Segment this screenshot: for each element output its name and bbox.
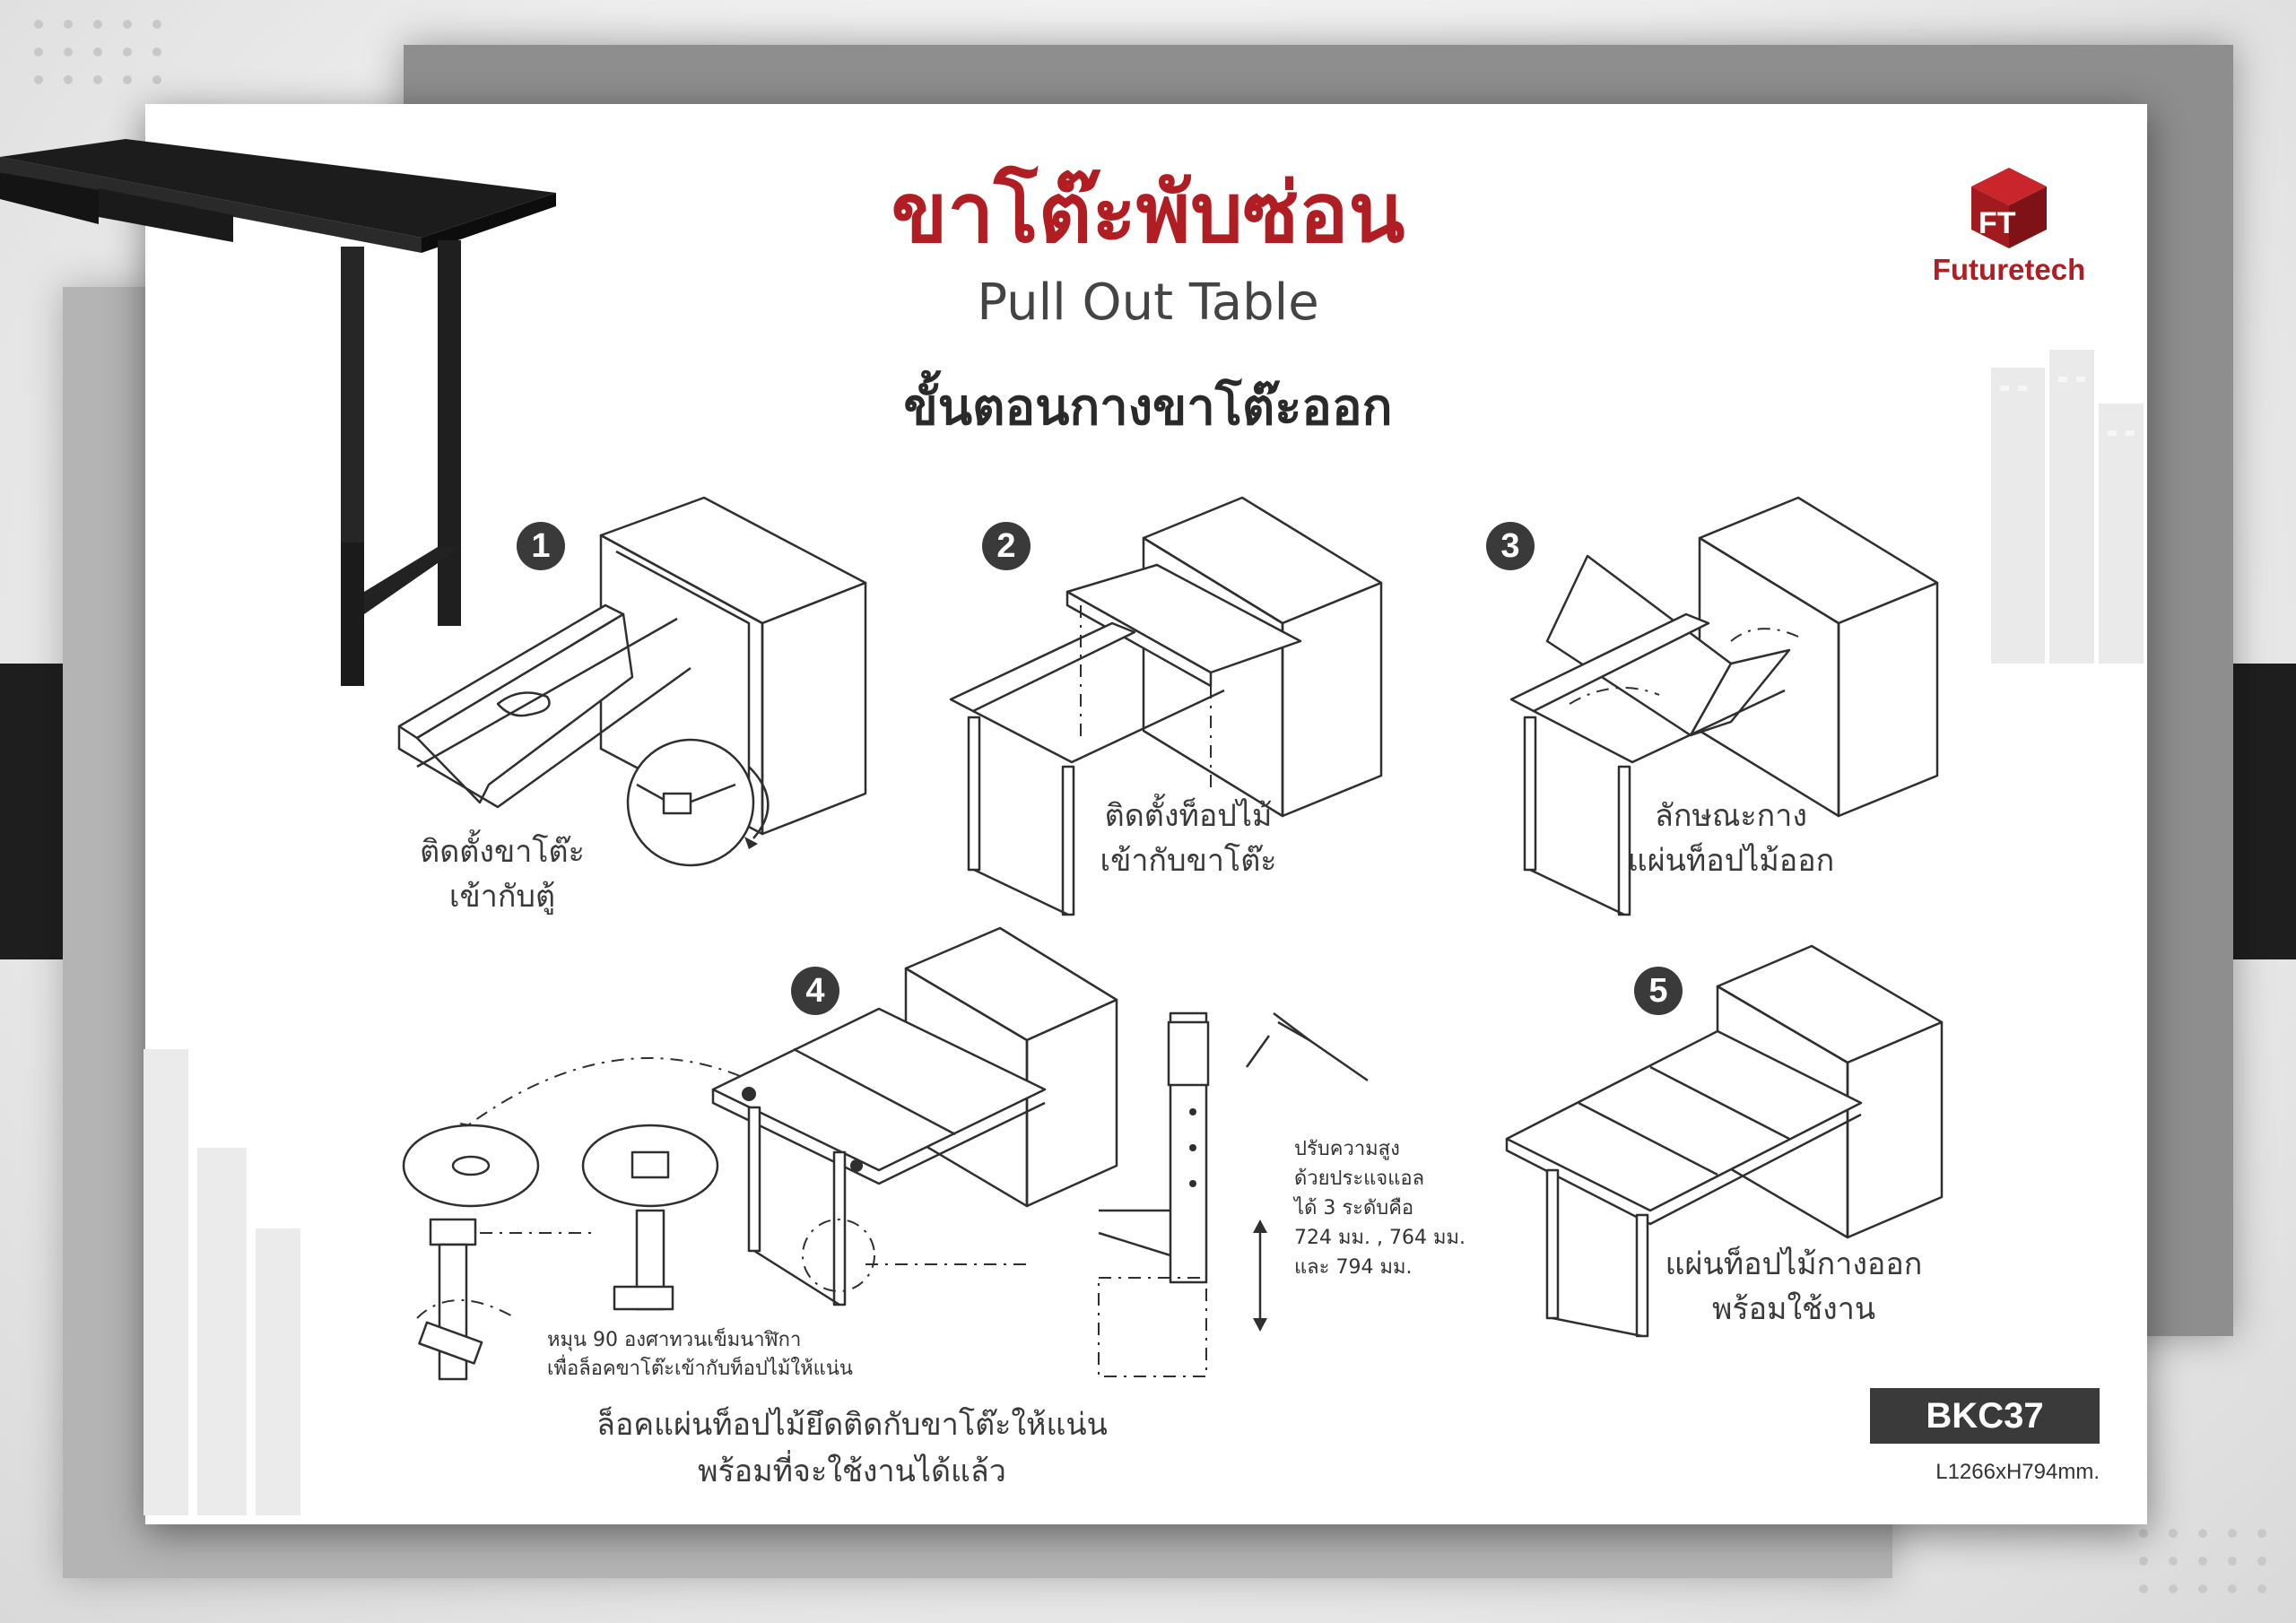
step-2-illustration bbox=[949, 496, 1383, 916]
step-3-badge: 3 bbox=[1486, 522, 1535, 570]
height-note-line-4: 724 มม. , 764 มม. bbox=[1294, 1227, 1465, 1249]
step-4-caption-line-2: พร้อมที่จะใช้งานได้แล้ว bbox=[698, 1454, 1006, 1489]
step-2-caption-line-2: เข้ากับขาโต๊ะ bbox=[1100, 843, 1277, 879]
step-2-badge: 2 bbox=[982, 522, 1031, 570]
section-subtitle: ขั้นตอนกางขาโต๊ะออก bbox=[903, 378, 1393, 437]
step-1-illustration bbox=[397, 496, 867, 867]
model-badge: BKC37 bbox=[1870, 1388, 2100, 1444]
step-5-caption-line-1: แผ่นท็อปไม้กางออก bbox=[1665, 1246, 1923, 1282]
step-3-illustration bbox=[1509, 496, 1939, 916]
step-1-caption-line-1: ติดตั้งขาโต๊ะ bbox=[420, 834, 585, 870]
skyline-decoration-left bbox=[144, 1049, 300, 1515]
page-title-english: Pull Out Table bbox=[977, 273, 1319, 332]
step-5-illustration bbox=[1505, 944, 1944, 1338]
step-5-caption-line-2: พร้อมใช้งาน bbox=[1711, 1291, 1876, 1327]
rotate-note-line-1: หมุน 90 องศาทวนเข็มนาฬิกา bbox=[547, 1329, 802, 1351]
decorative-dots-bottom bbox=[2139, 1529, 2268, 1593]
step-4-caption-line-1: ล็อคแผ่นท็อปไม้ยึดติดกับขาโต๊ะให้แน่น bbox=[596, 1407, 1108, 1443]
step-4-illustration bbox=[402, 926, 1369, 1381]
step-1-badge: 1 bbox=[517, 522, 565, 570]
height-note-line-2: ด้วยประแจแอล bbox=[1294, 1167, 1425, 1190]
product-dimensions: L1266xH794mm. bbox=[1935, 1460, 2100, 1484]
page-title-thai: ขาโต๊ะพับซ่อน bbox=[891, 165, 1405, 261]
skyline-decoration-right bbox=[1991, 350, 2144, 664]
step-3-caption-line-1: ลักษณะกาง bbox=[1655, 798, 1807, 834]
brand-name: Futuretech bbox=[1932, 253, 2086, 286]
futuretech-logo-cube-icon: FT bbox=[1971, 168, 2047, 248]
decorative-dots-top bbox=[34, 20, 163, 84]
height-note-line-3: ได้ 3 ระดับคือ bbox=[1294, 1197, 1414, 1219]
logo-letter-f: FT bbox=[1979, 206, 2016, 240]
step-4-badge: 4 bbox=[791, 967, 839, 1015]
height-note-line-1: ปรับความสูง bbox=[1294, 1138, 1400, 1160]
step-1-caption-line-2: เข้ากับตู้ bbox=[448, 879, 556, 915]
step-5-badge: 5 bbox=[1634, 967, 1683, 1015]
height-note-line-5: และ 794 มม. bbox=[1294, 1256, 1413, 1279]
step-3-caption-line-2: แผ่นท็อปไม้ออก bbox=[1627, 843, 1835, 879]
rotate-note-line-2: เพื่อล็อคขาโต๊ะเข้ากับท็อปไม้ให้แน่น bbox=[547, 1358, 853, 1380]
instruction-card bbox=[145, 104, 2147, 1524]
step-2-caption-line-1: ติดตั้งท็อปไม้ bbox=[1104, 798, 1273, 834]
product-photo-table bbox=[0, 139, 556, 686]
